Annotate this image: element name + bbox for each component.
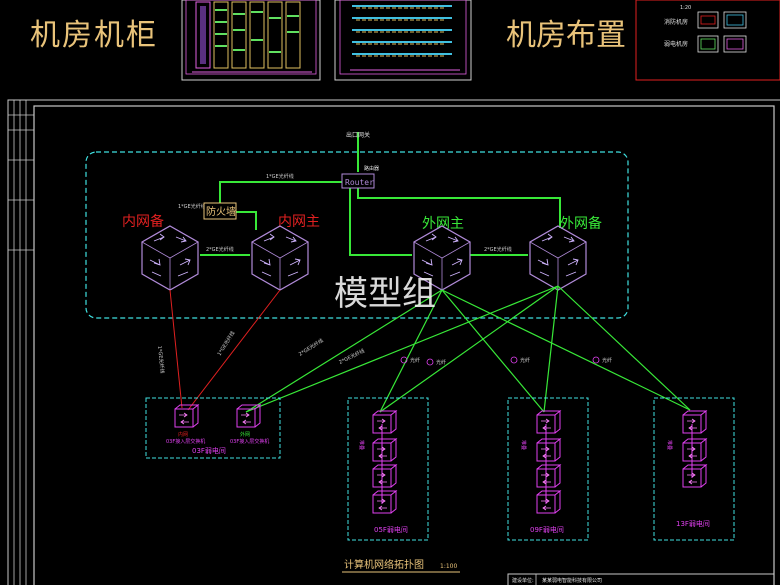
access-box-05f: 堆叠 05F弱电间 [347,397,429,541]
09f-switch-3-icon [536,464,561,488]
uplink-label-d: 光纤 [602,357,612,364]
03f-outer-switch-icon [236,404,261,428]
sheet-title-block: 建设单位: 某某弱电智能科技有限公司 [507,573,775,585]
outer-uplink-label-a: 2*GE光纤线 [297,337,324,358]
gateway-label: 出口网关 [346,131,370,139]
05f-switch-1-icon [372,410,397,434]
inner-main-label: 内网主 [278,214,320,230]
09f-switch-2-icon [536,438,561,462]
right-header-title: 机房布置 [506,18,626,53]
access-box-09f: 堆叠 09F弱电间 [507,397,589,541]
inner-main-core-switch-icon [251,225,309,291]
05f-stack-label: 堆叠 [358,440,365,450]
cabinet-sheet-thumbnail [181,0,321,81]
uplink-markers [400,356,600,366]
05f-caption: 05F弱电间 [374,525,408,534]
rack-elevation-thumbnail [334,0,472,81]
access-box-03f: 内网 外网 03F接入层交换机 03F接入层交换机 03F弱电间 [145,397,281,459]
router-node: Router [341,173,375,189]
13f-switch-2-icon [682,438,707,462]
uplink-label-a: 光纤 [410,357,420,364]
inner-backup-core-switch-icon [141,225,199,291]
uplink-label-b: 光纤 [436,359,446,366]
link-label-inner-stack: 2*GE光纤线 [206,246,234,253]
13f-caption: 13F弱电间 [676,519,710,528]
diagram-scale: 1:100 [440,563,457,570]
03f-inner-label: 内网 [178,431,188,438]
05f-switch-4-icon [372,490,397,514]
link-label-outer-stack: 2*GE光纤线 [484,246,512,253]
inner-uplink-label-a: 1*GE光纤线 [156,345,166,373]
thumb-label-weak: 弱电机房 [664,40,688,48]
inner-uplinks [169,289,281,411]
13f-switch-1-icon [682,410,707,434]
diagram-title: 计算机网络拓扑图 [344,558,424,571]
09f-caption: 09F弱电间 [530,525,564,534]
09f-switch-1-icon [536,410,561,434]
outer-main-label: 外网主 [422,216,464,232]
uplink-label-c: 光纤 [520,357,530,364]
03f-outer-note: 03F接入层交换机 [230,438,269,445]
top-strip: 机房机柜 机房布置 1:20 消防机房 [30,0,780,81]
09f-switch-4-icon [536,490,561,514]
title-block-label: 建设单位: [512,577,534,584]
title-block-value: 某某弱电智能科技有限公司 [542,577,602,584]
watermark-text: 模型组 [334,274,436,314]
outer-uplinks [245,285,691,413]
room-layout-thumbnail: 1:20 消防机房 弱电机房 [635,0,780,81]
firewall-label: 防火墙 [206,205,236,218]
inner-backup-label: 内网备 [122,213,164,230]
drawing-frame [7,99,780,585]
diagram-title-block: 计算机网络拓扑图 1:100 [342,558,460,573]
05f-switch-3-icon [372,464,397,488]
03f-inner-switch-icon [174,404,199,428]
firewall-node: 防火墙 [203,202,237,220]
09f-stack-label: 堆叠 [520,440,527,450]
link-label-fw-inner: 1*GE光纤线 [178,203,206,210]
router-label: Router [345,178,374,187]
03f-caption: 03F弱电间 [192,446,226,455]
13f-stack-label: 堆叠 [666,440,673,450]
core-links [200,132,561,256]
core-link-labels: 1*GE光纤线 1*GE光纤线 2*GE光纤线 2*GE光纤线 [178,173,512,253]
access-box-13f: 堆叠 13F弱电间 [653,397,735,541]
left-header-title: 机房机柜 [30,18,158,53]
outer-backup-label: 外网备 [560,215,602,232]
link-label-router-fw: 1*GE光纤线 [266,173,294,180]
outer-uplink-label-b: 2*GE光纤线 [338,347,366,365]
03f-inner-note: 03F接入层交换机 [166,438,205,445]
router-sub-label: 路由器 [364,165,379,172]
inner-uplink-label-b: 1*GE光纤线 [216,330,237,357]
13f-switch-3-icon [682,464,707,488]
05f-switch-2-icon [372,438,397,462]
03f-outer-label: 外网 [240,431,250,438]
outer-backup-core-switch-icon [529,225,587,291]
thumb-label-fire: 消防机房 [664,18,688,26]
thumb-scale: 1:20 [680,5,691,11]
